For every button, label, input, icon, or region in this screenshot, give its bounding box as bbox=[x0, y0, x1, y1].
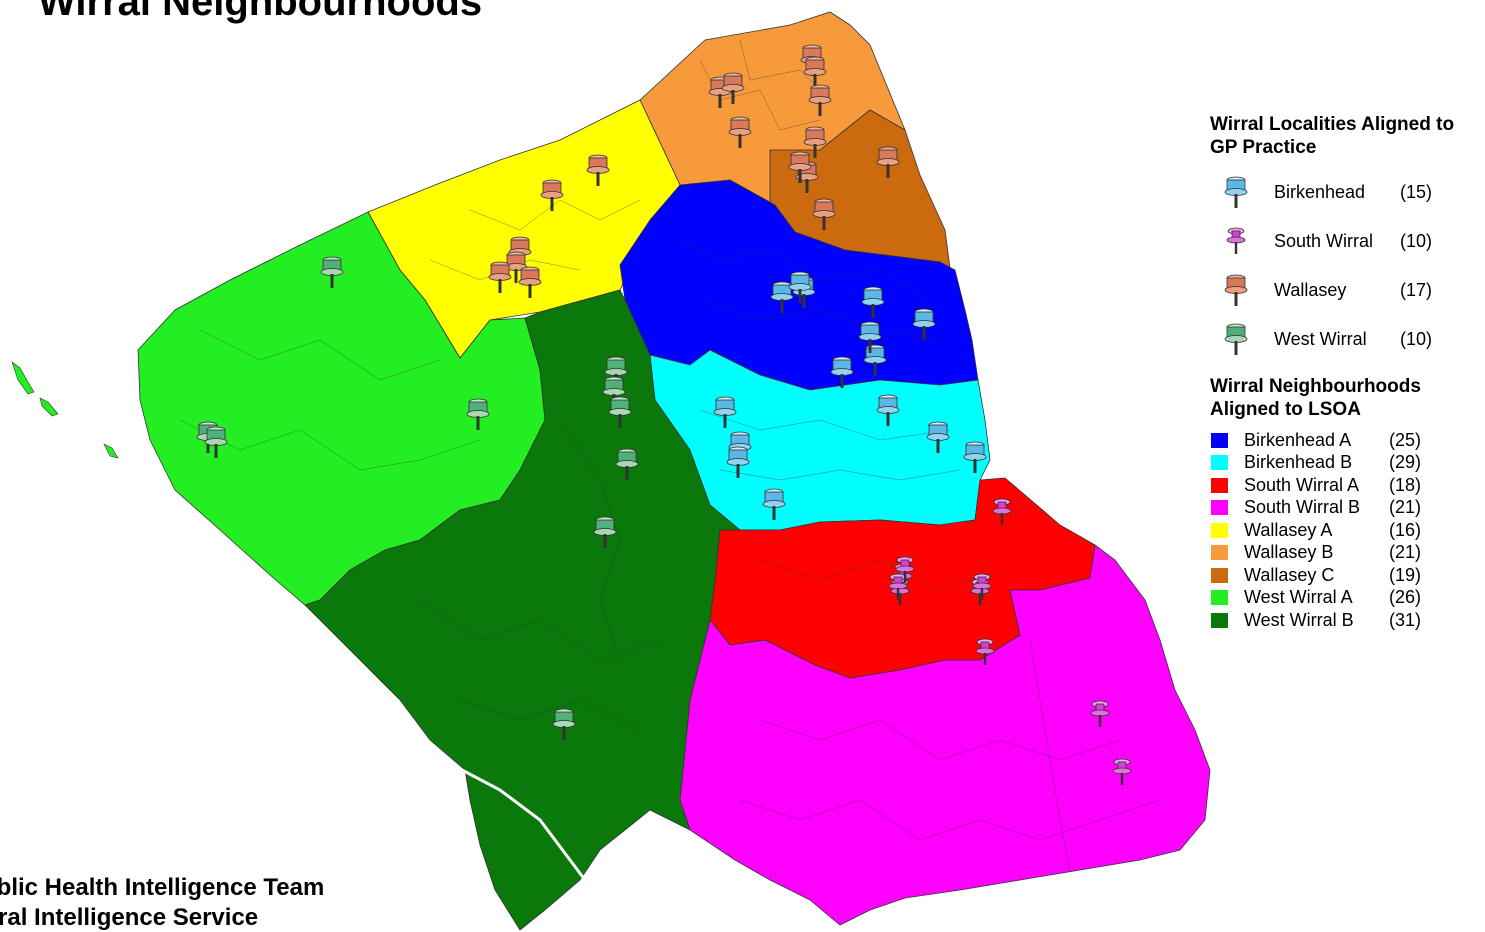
color-swatch bbox=[1211, 500, 1228, 515]
legend-count: (18) bbox=[1389, 475, 1422, 495]
legend-item-wallasey-b: Wallasey B (21) bbox=[1211, 542, 1471, 564]
map-title: Wirral Neighbourhoods bbox=[38, 0, 483, 24]
neighbourhoods-legend-heading: Wirral Neighbourhoods Aligned to LSOA bbox=[1210, 376, 1421, 420]
legend-count: (25) bbox=[1389, 430, 1422, 450]
region-south-wirral-b bbox=[679, 544, 1211, 926]
legend-label: Wallasey bbox=[1274, 280, 1347, 300]
coastal-path-line bbox=[461, 768, 587, 881]
legend-label: Wallasey A bbox=[1244, 520, 1333, 540]
color-swatch bbox=[1211, 590, 1228, 605]
color-swatch bbox=[1211, 568, 1228, 583]
legend-label: South Wirral A bbox=[1244, 475, 1360, 495]
island-1 bbox=[11, 361, 35, 395]
legend-label: West Wirral B bbox=[1244, 610, 1354, 630]
island-3 bbox=[103, 443, 119, 459]
legend-label: Wallasey C bbox=[1244, 565, 1335, 585]
legend-label: West Wirral bbox=[1274, 329, 1367, 349]
color-swatch bbox=[1211, 455, 1228, 470]
color-swatch bbox=[1211, 545, 1228, 560]
legend-item-birkenhead: Birkenhead (15) bbox=[1218, 174, 1478, 210]
legend-count: (21) bbox=[1389, 542, 1422, 562]
legend-label: South Wirral B bbox=[1244, 497, 1361, 517]
legend-label: South Wirral bbox=[1274, 231, 1374, 251]
legend-item-birkenhead-b: Birkenhead B (29) bbox=[1211, 452, 1471, 474]
legend-item-south-wirral-a: South Wirral A (18) bbox=[1211, 475, 1471, 497]
legend-item-south-wirral-b: South Wirral B (21) bbox=[1211, 497, 1471, 519]
island-2 bbox=[39, 397, 59, 417]
legend-item-wallasey-a: Wallasey A (16) bbox=[1211, 520, 1471, 542]
legend-item-west-wirral-a: West Wirral A (26) bbox=[1211, 587, 1471, 609]
legend-label: Birkenhead A bbox=[1244, 430, 1352, 450]
legend-item-wallasey: Wallasey (17) bbox=[1218, 272, 1478, 308]
credit-service: irral Intelligence Service bbox=[0, 904, 259, 931]
legend-count: (19) bbox=[1389, 565, 1422, 585]
legend-count: (16) bbox=[1389, 520, 1422, 540]
legend-label: Wallasey B bbox=[1244, 542, 1334, 562]
color-swatch bbox=[1211, 478, 1228, 493]
legend-count: (10) bbox=[1400, 231, 1433, 251]
color-swatch bbox=[1211, 523, 1228, 538]
legend-label: Birkenhead bbox=[1274, 182, 1366, 202]
legend-item-south-wirral: South Wirral (10) bbox=[1218, 223, 1478, 259]
legend-item-west-wirral: West Wirral (10) bbox=[1218, 321, 1478, 357]
credit-team: ublic Health Intelligence Team bbox=[0, 874, 325, 901]
legend-count: (21) bbox=[1389, 497, 1422, 517]
color-swatch bbox=[1211, 433, 1228, 448]
thumbtack-icon bbox=[1226, 227, 1246, 255]
pushpin-icon bbox=[1224, 323, 1248, 356]
color-swatch bbox=[1211, 613, 1228, 628]
legend-label: Birkenhead B bbox=[1244, 452, 1353, 472]
legend-count: (15) bbox=[1400, 182, 1433, 202]
pushpin-icon bbox=[1224, 274, 1248, 307]
legend-label: West Wirral A bbox=[1244, 587, 1353, 607]
pushpin-icon bbox=[1224, 176, 1248, 209]
legend-count: (10) bbox=[1400, 329, 1433, 349]
localities-legend-heading: Wirral Localities Aligned to GP Practice bbox=[1210, 114, 1455, 158]
legend-count: (26) bbox=[1389, 587, 1422, 607]
legend-count: (17) bbox=[1400, 280, 1433, 300]
legend-count: (31) bbox=[1389, 610, 1422, 630]
legend-count: (29) bbox=[1389, 452, 1422, 472]
legend-item-west-wirral-b: West Wirral B (31) bbox=[1211, 610, 1471, 632]
legend-item-birkenhead-a: Birkenhead A (25) bbox=[1211, 430, 1471, 452]
legend-item-wallasey-c: Wallasey C (19) bbox=[1211, 565, 1471, 587]
